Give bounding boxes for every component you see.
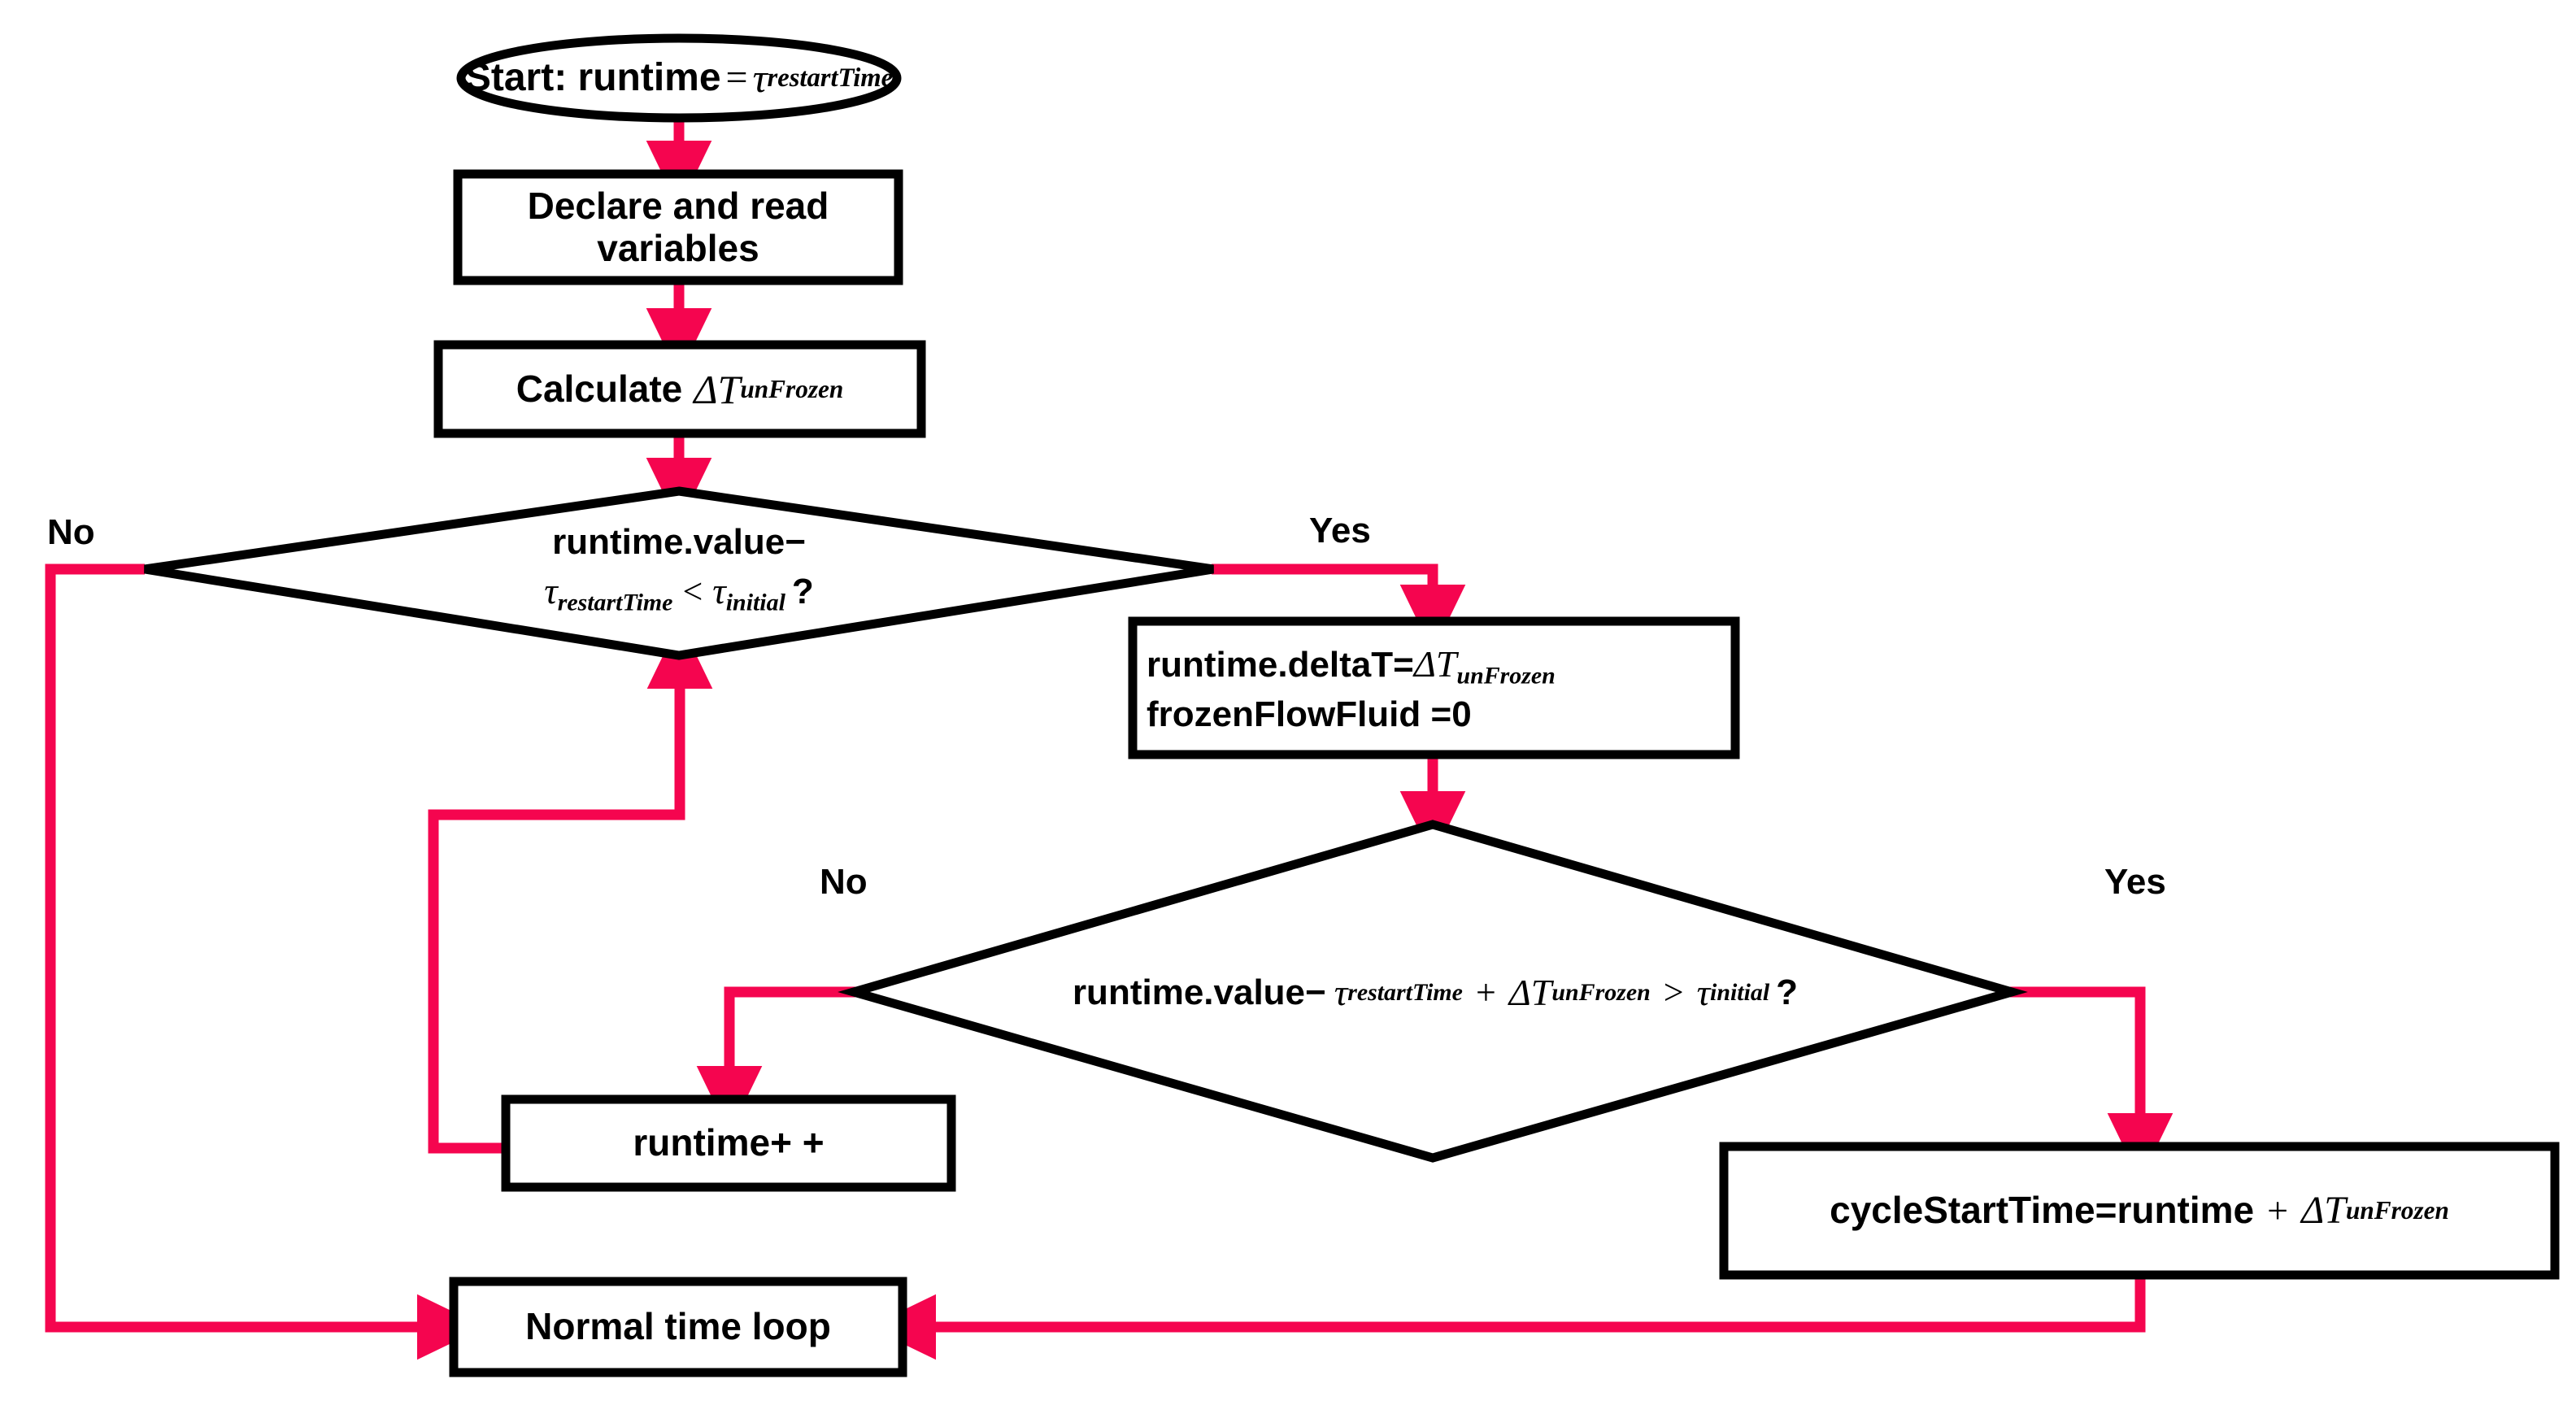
node-calculate-shape <box>433 340 926 438</box>
edge-decision1-yes-to-assign <box>1212 563 1466 653</box>
node-normal-loop-shape <box>449 1277 907 1377</box>
node-cycle-start-shape <box>1719 1142 2560 1280</box>
edge-decision2-no-to-increment <box>696 986 855 1134</box>
edge-increment-to-decision1 <box>428 620 713 1154</box>
node-decision2-shape <box>838 820 2028 1163</box>
edge-label-decision2-yes: Yes <box>2104 862 2166 902</box>
node-start-shape <box>456 33 902 123</box>
node-increment-shape <box>501 1094 956 1192</box>
edge-label-decision1-no: No <box>47 512 95 552</box>
edge-cycle-start-to-normal-loop <box>868 1277 2146 1360</box>
node-decision1-shape <box>144 486 1214 660</box>
edge-decision2-yes-to-cycle-start <box>2010 986 2174 1181</box>
node-assign-shape <box>1128 616 1740 759</box>
edge-label-decision2-no: No <box>820 862 868 902</box>
node-declare-shape <box>453 169 903 285</box>
edge-decision1-no-to-normal-loop <box>45 563 485 1360</box>
edge-label-decision1-yes: Yes <box>1309 511 1371 550</box>
